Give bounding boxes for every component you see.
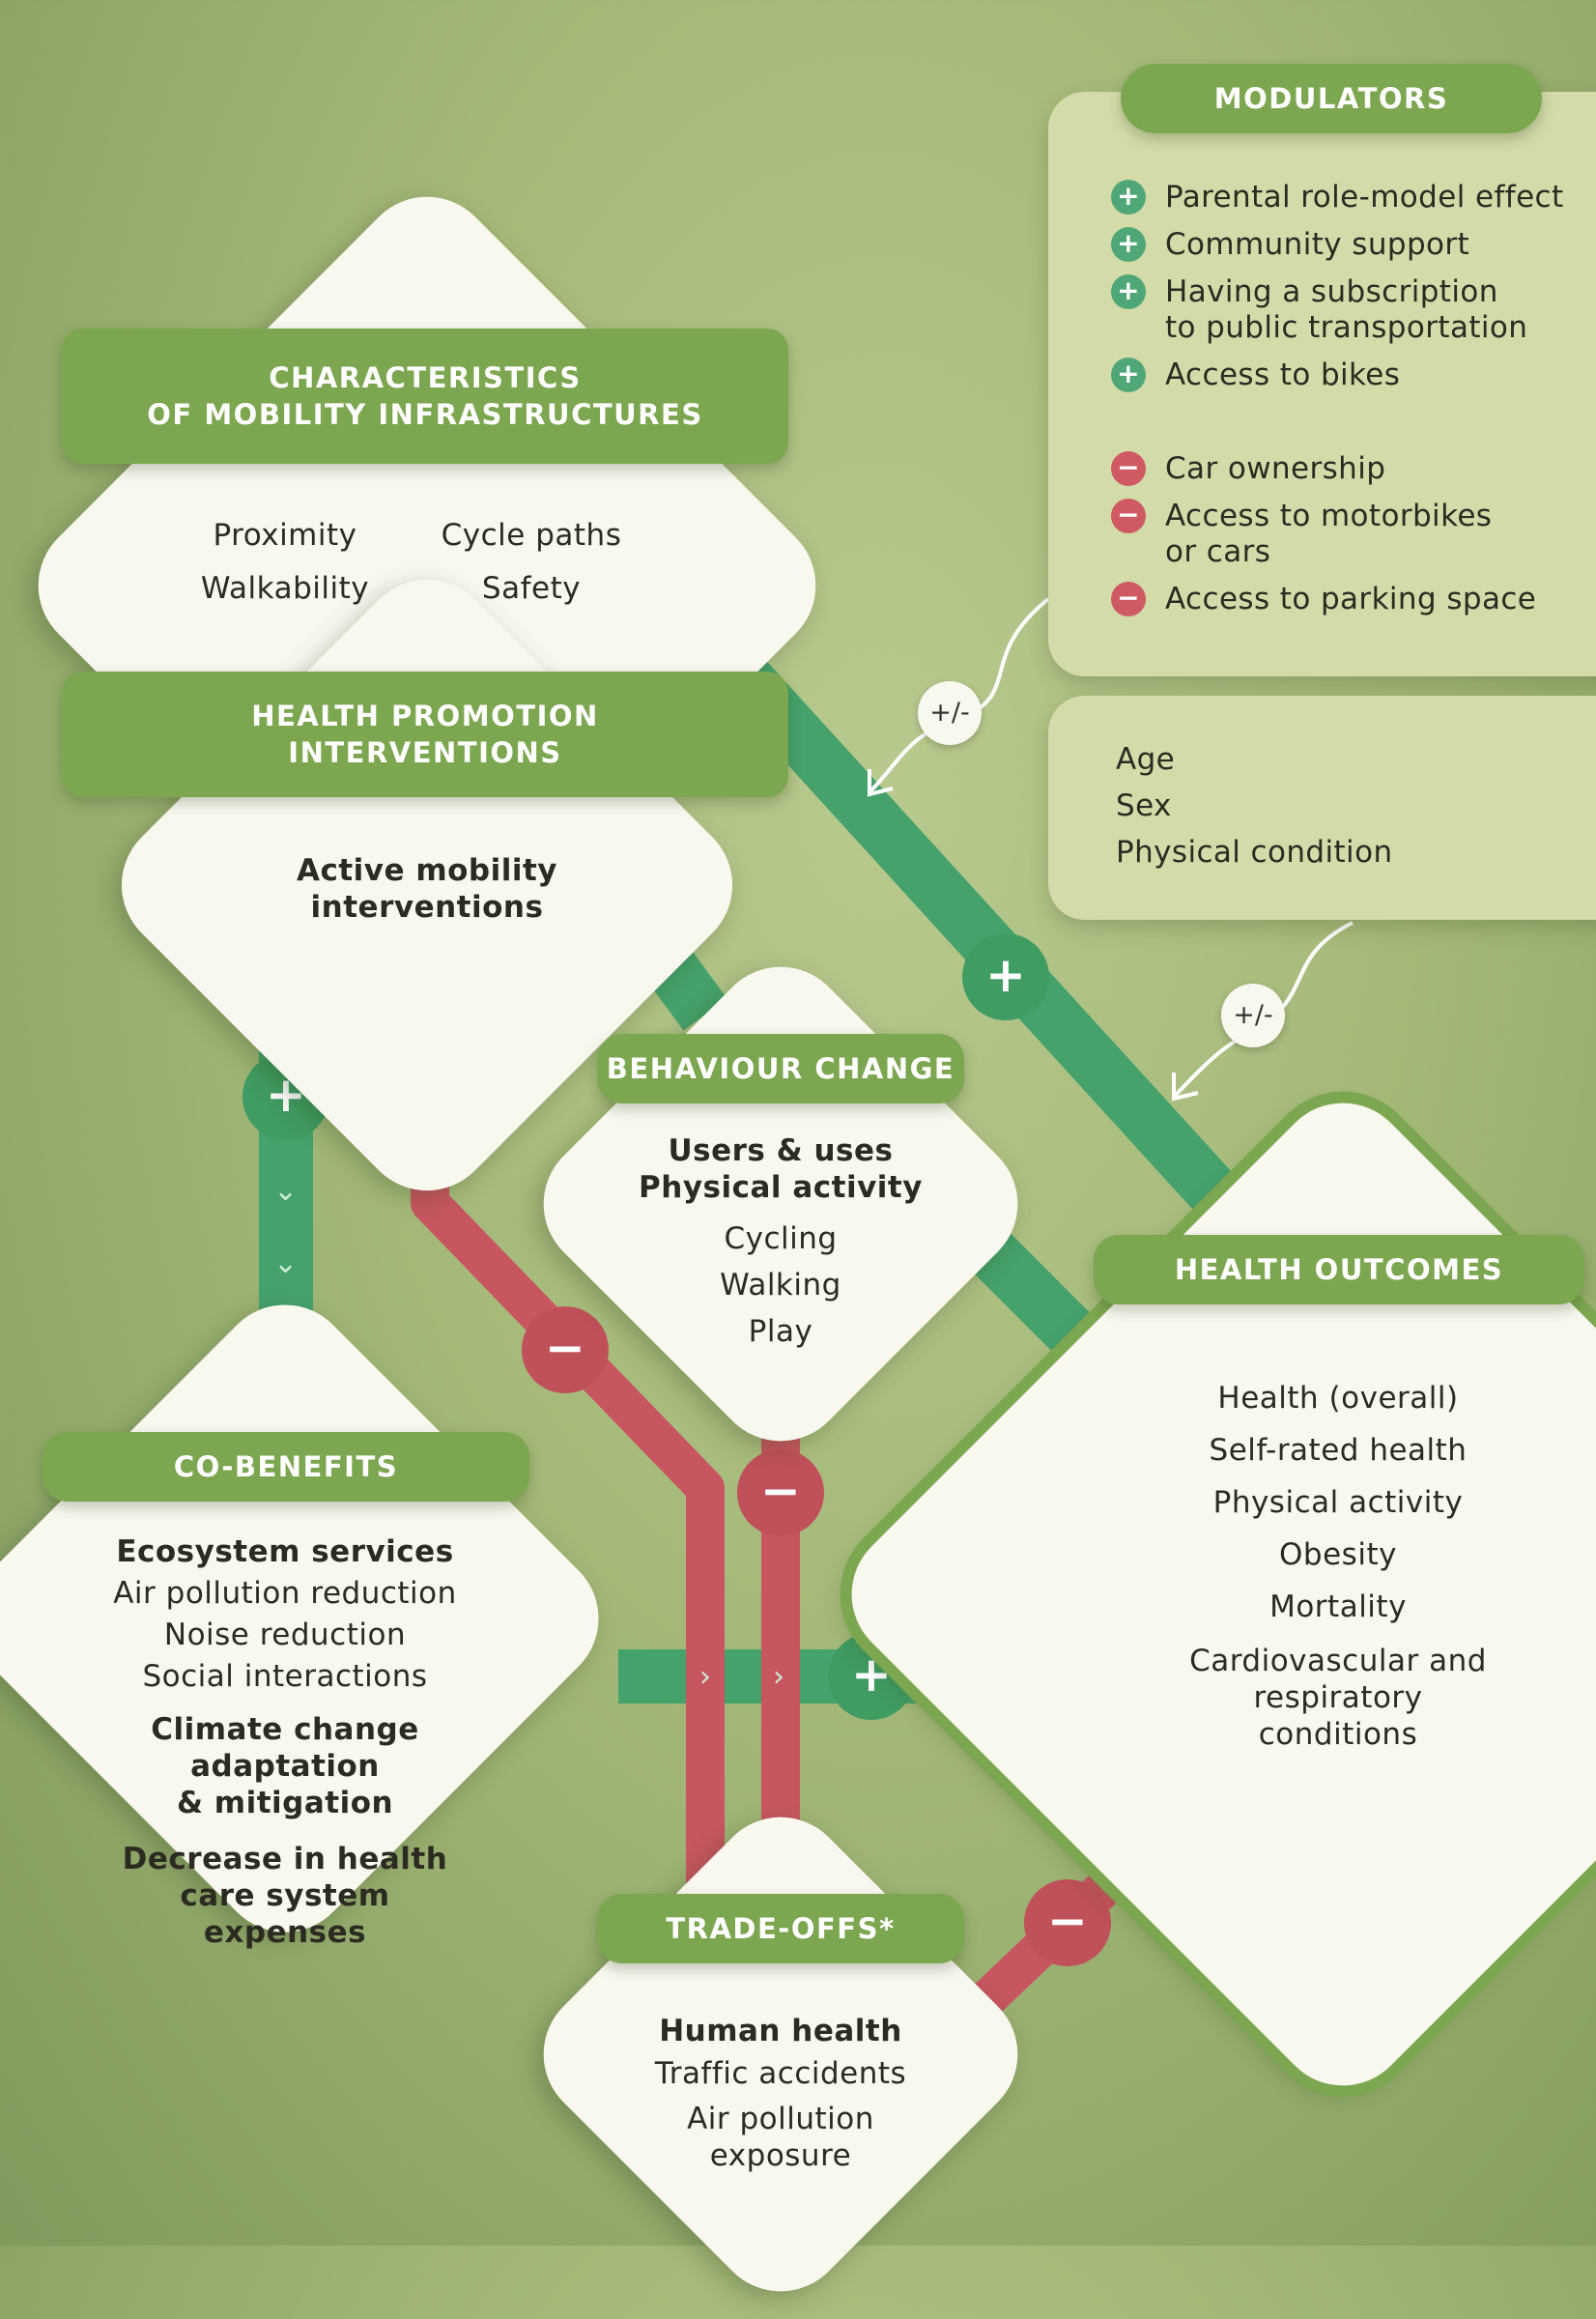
modulators-title: MODULATORS — [1121, 64, 1542, 133]
demographic-physical-condition: Physical condition — [1116, 835, 1393, 870]
co-benefits-heading-ecosystem: Ecosystem services — [116, 1534, 454, 1569]
demographic-sex: Sex — [1116, 788, 1172, 823]
characteristic-item-cycle-paths: Cycle paths — [441, 518, 622, 553]
outcome-item-cardio-3: conditions — [1258, 1717, 1418, 1752]
co-benefits-item-noise: Noise reduction — [163, 1618, 407, 1652]
health-promotion-text-line2: interventions — [310, 890, 544, 925]
characteristics-title-line1: CHARACTERISTICS — [269, 361, 582, 394]
outcome-item-self-rated: Self-rated health — [1209, 1433, 1468, 1468]
outcome-item-cardio-2: respiratory — [1253, 1680, 1423, 1715]
co-benefits-item-air: Air pollution reduction — [113, 1576, 457, 1611]
modulator-negative-item: − Access to motorbikes or cars — [1111, 499, 1564, 570]
characteristics-title: CHARACTERISTICS OF MOBILITY INFRASTRUCTU… — [62, 329, 788, 464]
co-benefits-heading-climate-1: Climate change adaptation — [151, 1712, 419, 1784]
minus-node-behaviour-tradeoffs: − — [737, 1449, 824, 1536]
modulator-negative-item: − Access to parking space — [1111, 582, 1564, 617]
outcome-item-cardio-1: Cardiovascular and — [1189, 1644, 1487, 1678]
co-benefits-item-social: Social interactions — [142, 1659, 428, 1694]
minus-icon: − — [1111, 451, 1146, 486]
health-promotion-title: HEALTH PROMOTION INTERVENTIONS — [62, 672, 788, 797]
co-benefits-title: CO-BENEFITS — [43, 1432, 529, 1502]
demographics-panel — [1048, 696, 1596, 920]
behaviour-item-walking: Walking — [720, 1268, 841, 1303]
plus-minus-bubble-2: +/- — [1221, 984, 1285, 1047]
behaviour-item-play: Play — [748, 1314, 813, 1349]
plus-icon: + — [1111, 227, 1146, 262]
demographic-age: Age — [1116, 742, 1176, 777]
health-promotion-text-line1: Active mobility — [296, 853, 558, 888]
modulator-positive-item: + Having a subscription to public transp… — [1111, 274, 1564, 346]
modulator-text: Community support — [1165, 227, 1470, 262]
modulator-arrow-1-head — [868, 769, 894, 797]
chevron-down-icon: ⌄ — [273, 1174, 299, 1208]
co-benefits-heading-expenses-2: care system — [180, 1878, 390, 1913]
outcome-item-physical: Physical activity — [1212, 1485, 1464, 1520]
plus-icon: + — [1111, 180, 1146, 215]
behaviour-change-title: BEHAVIOUR CHANGE — [597, 1034, 964, 1103]
modulator-text: Having a subscription — [1165, 274, 1498, 309]
co-benefits-heading-expenses-3: expenses — [203, 1915, 367, 1950]
trade-offs-item-accidents: Traffic accidents — [654, 2056, 907, 2091]
modulator-text-line2: or cars — [1165, 534, 1271, 569]
health-outcomes-title: HEALTH OUTCOMES — [1094, 1235, 1584, 1304]
modulator-arrow-2-head — [1172, 1073, 1199, 1102]
co-benefits-text: Ecosystem services Air pollution reducti… — [58, 1532, 512, 1951]
chevron-right-icon: › — [699, 1660, 711, 1694]
characteristic-item-safety: Safety — [481, 571, 582, 606]
outcome-item-obesity: Obesity — [1279, 1537, 1397, 1572]
outcome-item-mortality: Mortality — [1269, 1589, 1407, 1624]
minus-icon: − — [1111, 499, 1146, 533]
health-promotion-title-line2: INTERVENTIONS — [288, 736, 562, 769]
characteristic-item-walkability: Walkability — [200, 571, 370, 606]
minus-node-tradeoffs-outcomes: − — [1024, 1879, 1111, 1966]
co-benefits-heading-climate-2: & mitigation — [176, 1786, 394, 1820]
modulator-text: Access to parking space — [1165, 582, 1537, 616]
demographics-list: Age Sex Physical condition — [1116, 736, 1393, 875]
modulator-text: Car ownership — [1165, 451, 1386, 486]
outcome-item-overall: Health (overall) — [1217, 1381, 1459, 1416]
trade-offs-text: Human health Traffic accidents Air pollu… — [587, 2010, 974, 2174]
modulator-text-line2: to public transportation — [1165, 310, 1528, 345]
modulator-text: Access to bikes — [1165, 358, 1401, 392]
characteristic-item-proximity: Proximity — [213, 518, 357, 553]
plus-minus-bubble-1: +/- — [918, 681, 982, 745]
trade-offs-title: TRADE-OFFS* — [597, 1894, 964, 1963]
modulator-positive-item: + Parental role-model effect — [1111, 180, 1564, 215]
behaviour-change-text: Users & uses Physical activity Cycling W… — [587, 1132, 974, 1355]
chevron-down-icon: ⌄ — [273, 1246, 299, 1280]
behaviour-heading-line1: Users & uses — [668, 1133, 894, 1168]
behaviour-heading-line2: Physical activity — [639, 1170, 923, 1205]
plus-node-promotion-outcomes: + — [962, 933, 1049, 1020]
modulator-positive-item: + Access to bikes — [1111, 358, 1564, 393]
chevron-right-icon: › — [773, 1660, 784, 1694]
plus-icon: + — [1111, 274, 1146, 309]
modulators-list: + Parental role-model effect + Community… — [1111, 180, 1564, 617]
co-benefits-heading-expenses-1: Decrease in health — [122, 1842, 448, 1876]
modulator-negative-item: − Car ownership — [1111, 451, 1564, 487]
plus-icon: + — [1111, 358, 1146, 392]
trade-offs-item-air-1: Air pollution — [687, 2102, 874, 2136]
modulator-text: Parental role-model effect — [1165, 180, 1564, 215]
trade-offs-item-air-2: exposure — [709, 2138, 852, 2173]
minus-node-promotion-tradeoffs: − — [522, 1306, 609, 1393]
modulator-text: Access to motorbikes — [1165, 499, 1493, 533]
behaviour-item-cycling: Cycling — [724, 1221, 838, 1256]
trade-offs-heading: Human health — [659, 2014, 902, 2048]
characteristics-title-line2: OF MOBILITY INFRASTRUCTURES — [147, 398, 703, 431]
health-outcomes-text: Health (overall) Self-rated health Physi… — [1145, 1372, 1531, 1753]
modulator-positive-item: + Community support — [1111, 227, 1564, 263]
minus-icon: − — [1111, 582, 1146, 616]
health-promotion-text: Active mobility interventions — [234, 852, 620, 926]
health-promotion-title-line1: HEALTH PROMOTION — [251, 700, 599, 732]
